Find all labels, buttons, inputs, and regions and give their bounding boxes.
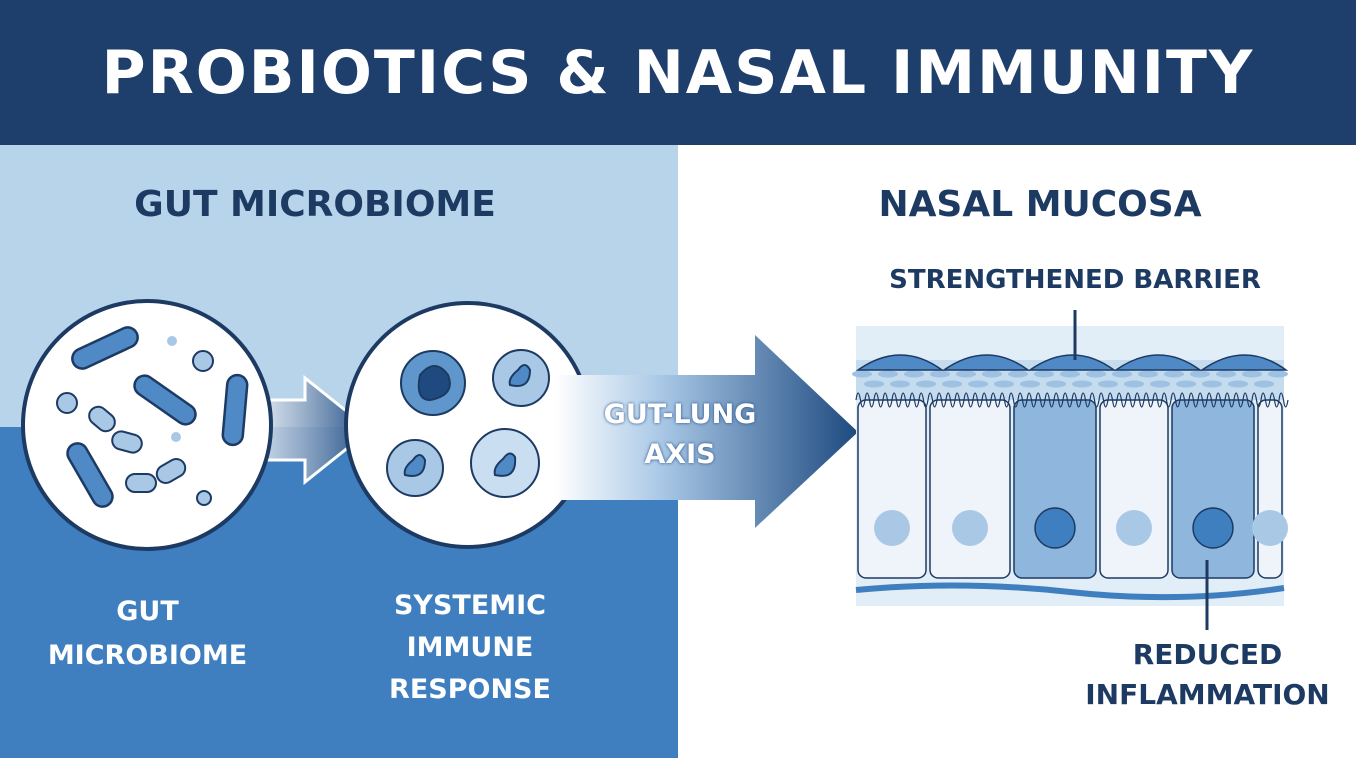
label-line: GUT [116,596,179,627]
strengthened-barrier-label: STRENGTHENED BARRIER [889,265,1261,295]
mucus-droplet [916,380,936,388]
reduced-inflammation-label: REDUCED INFLAMMATION [1070,635,1345,715]
page-title: PROBIOTICS & NASAL IMMUNITY [101,37,1255,108]
mucus-droplet [1164,370,1184,378]
mucus-droplet [1008,370,1028,378]
barrier-cell [941,354,1031,371]
epithelial-cell [1171,399,1255,579]
mucus-droplet [1268,370,1288,378]
barrier-cell [1113,354,1203,371]
cell-nucleus [874,510,910,546]
epithelial-cell [1257,399,1283,579]
epithelial-cell [857,399,927,579]
immune-cells-circle-icon [344,301,592,549]
cell-nucleus [1192,507,1234,549]
mucus-droplet [904,370,924,378]
mucus-droplet [878,370,898,378]
mucus-droplet [1202,380,1222,388]
mucus-droplet [1060,370,1080,378]
gut-microbiome-heading: GUT MICROBIOME [134,184,496,225]
mucus-droplet [956,370,976,378]
label-line: IMMUNE [406,632,534,663]
label-line: AXIS [644,439,716,470]
label-line: REDUCED [1132,638,1283,671]
mucus-droplet [1190,370,1210,378]
mucus-droplet [994,380,1014,388]
cilia [855,392,1289,408]
mucus-droplet [1150,380,1170,388]
label-line: MICROBIOME [47,640,248,671]
basement-membrane [855,582,1285,601]
mucus-droplet [968,380,988,388]
bacteria-circle-icon [21,299,273,551]
mucus-droplet [1242,370,1262,378]
label-line: SYSTEMIC [393,590,547,621]
mucus-droplet [852,370,872,378]
epithelial-cell [1099,399,1169,579]
nasal-mucosa-illustration [852,326,1289,606]
mucus-droplet [864,380,884,388]
mucus-droplet [1228,380,1248,388]
label-line: RESPONSE [389,674,551,705]
mucus-droplet [1138,370,1158,378]
mucus-droplet [1034,370,1054,378]
barrier-cell [855,354,945,371]
label-line: GUT-LUNG [603,399,757,430]
barrier-cell [1027,354,1117,371]
gut-lung-axis-label: GUT-LUNG AXIS [570,395,790,475]
mucus-droplet [1046,380,1066,388]
cell-nucleus [1034,507,1076,549]
nasal-mucosa-heading: NASAL MUCOSA [878,184,1202,225]
label-line: INFLAMMATION [1085,678,1330,711]
mucus-droplet [1086,370,1106,378]
mucus-droplet [1176,380,1196,388]
mucus-droplet [890,380,910,388]
mucus-droplet [1020,380,1040,388]
mucus-droplet [1254,380,1274,388]
mucus-droplet [942,380,962,388]
epithelial-cell [1013,399,1097,579]
mucus-droplet [1124,380,1144,388]
epithelial-cell [929,399,1011,579]
mucus-droplet [982,370,1002,378]
title-banner: PROBIOTICS & NASAL IMMUNITY [0,0,1356,145]
cell-nucleus [952,510,988,546]
cell-nucleus [1252,510,1288,546]
mucus-droplet [930,370,950,378]
mucus-droplet [1216,370,1236,378]
gut-lung-axis-arrow [555,335,858,528]
mucus-droplet [1072,380,1092,388]
mucus-droplet [1112,370,1132,378]
systemic-immune-response-label: SYSTEMIC IMMUNE RESPONSE [345,585,595,711]
barrier-cell [1199,354,1289,371]
mucus-droplet [1098,380,1118,388]
gut-microbiome-label: GUT MICROBIOME [20,590,275,678]
cell-nucleus [1116,510,1152,546]
